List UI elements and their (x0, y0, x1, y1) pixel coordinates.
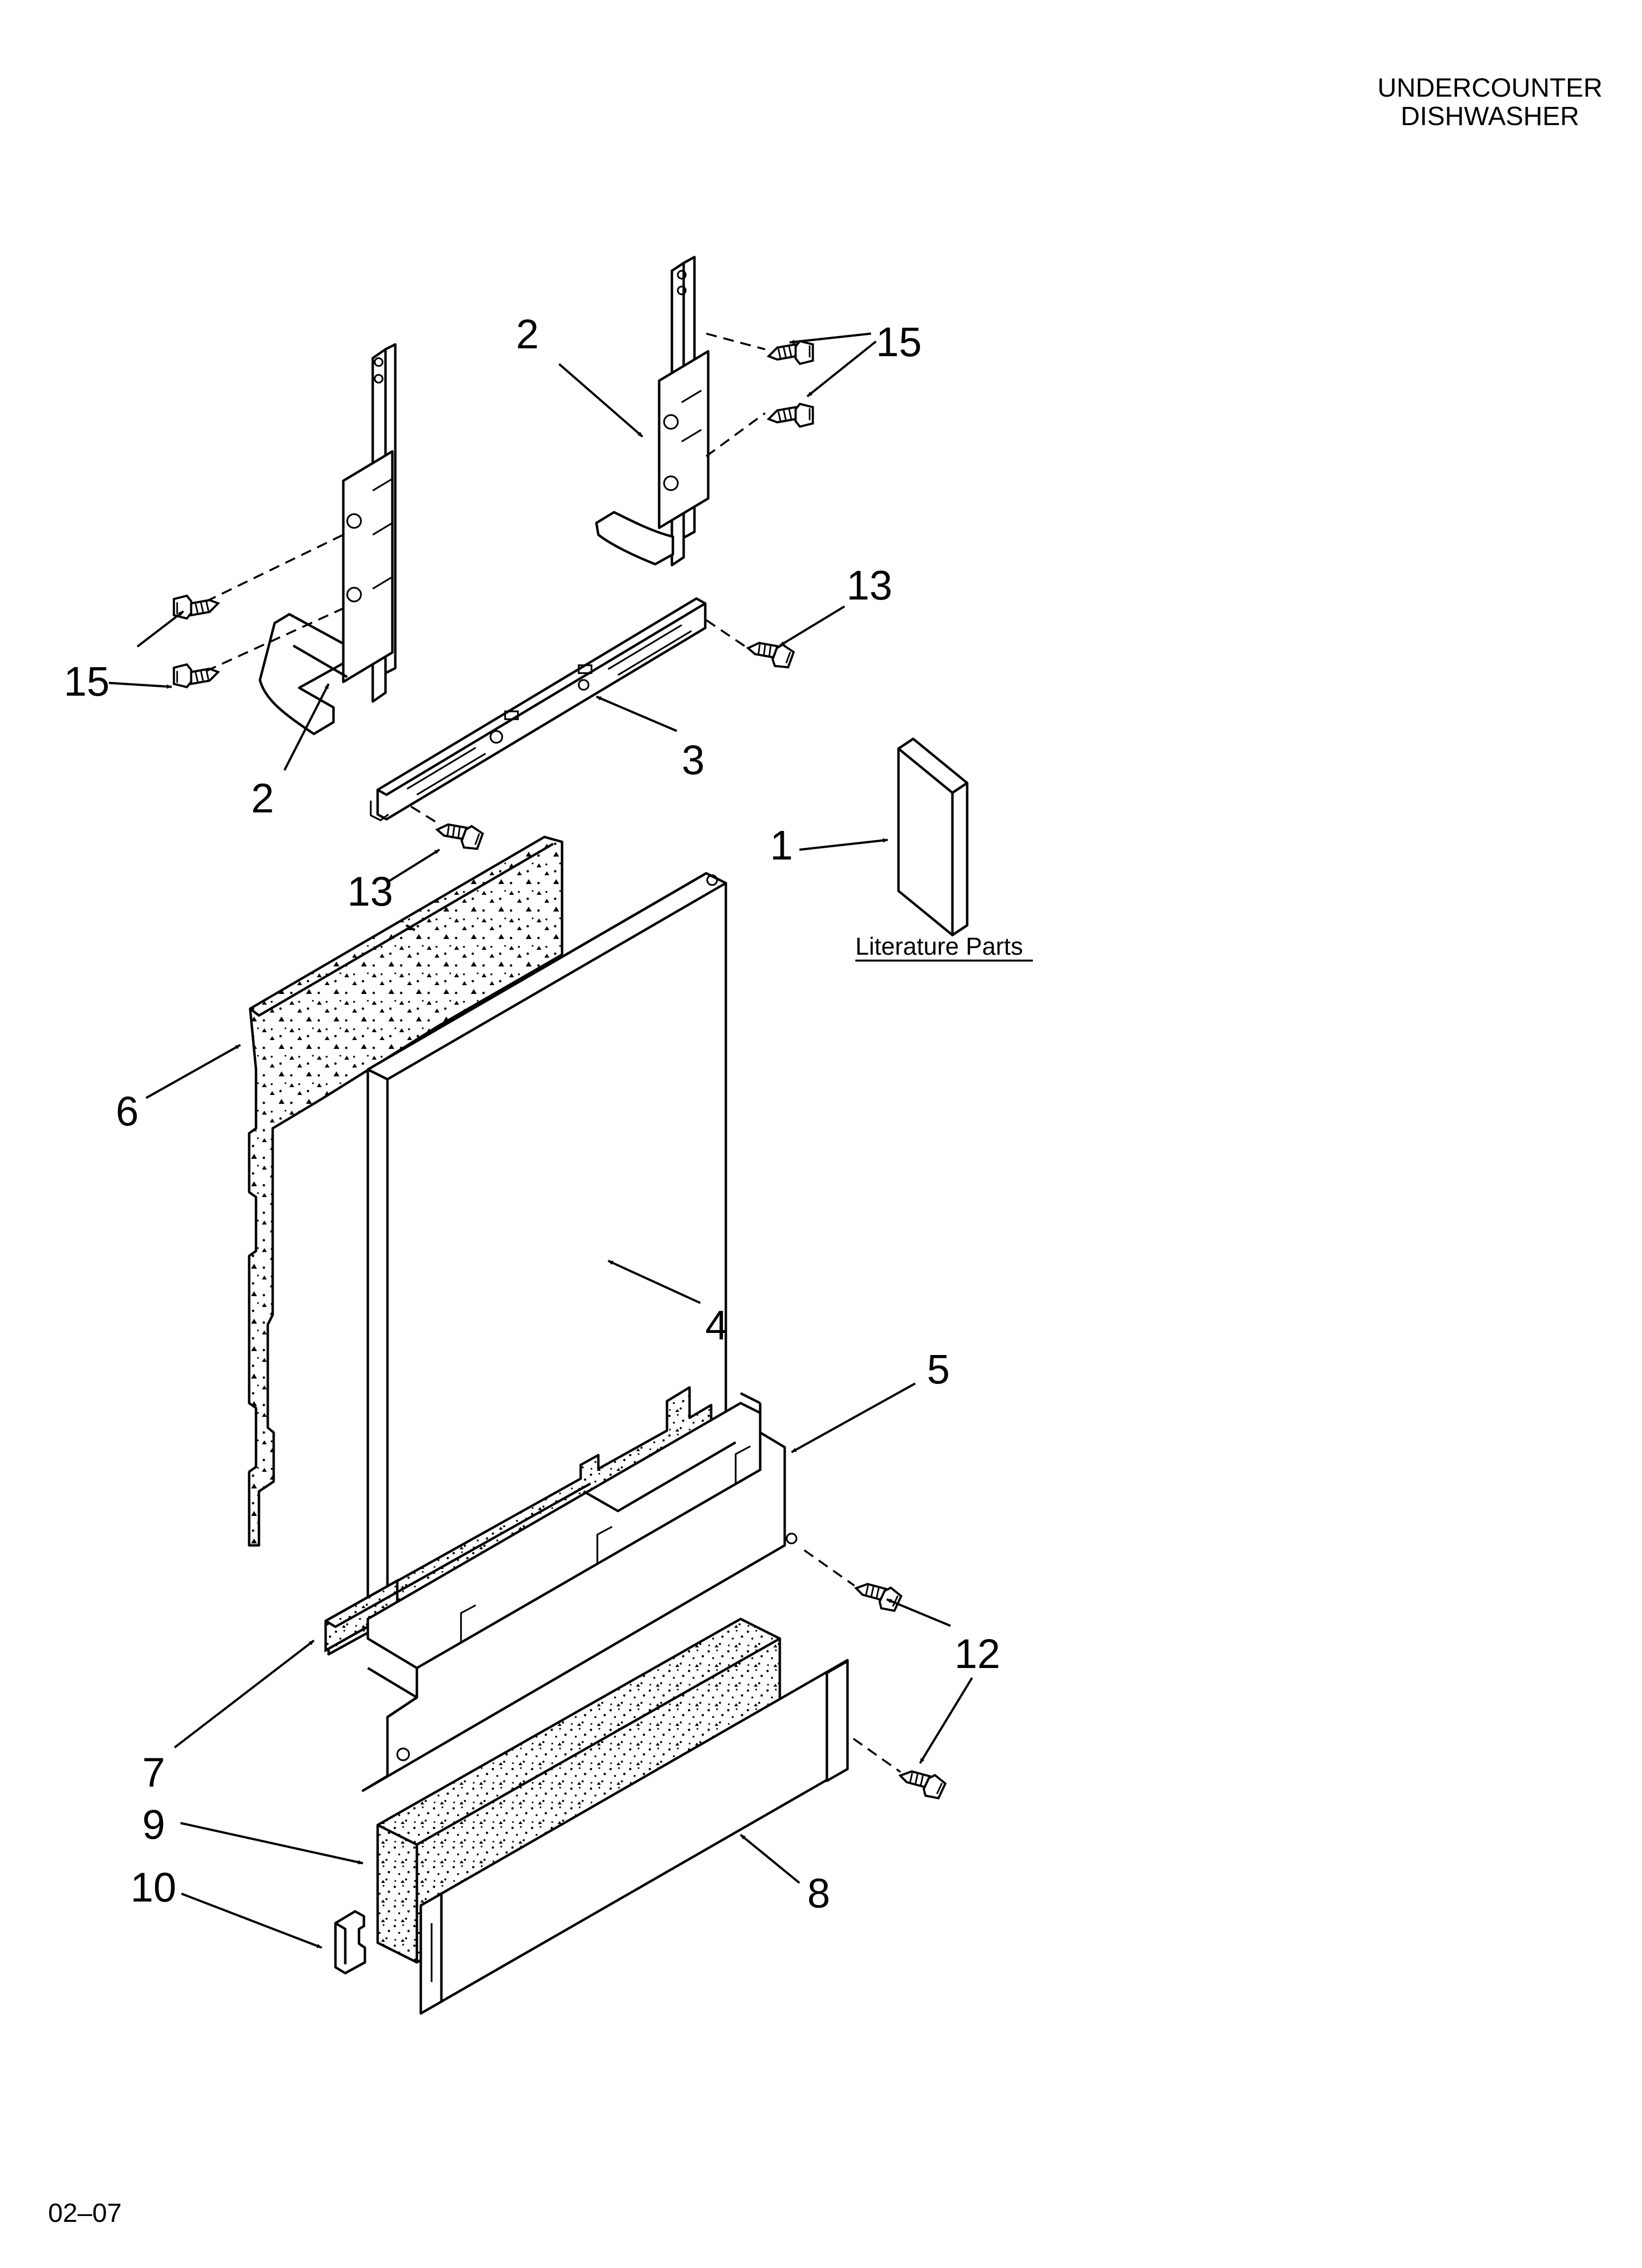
brace-rail (370, 597, 707, 822)
callout-3: 3 (682, 737, 705, 783)
hinge-bracket-right (595, 256, 710, 567)
header-line-1: UNDERCOUNTER (1377, 73, 1603, 103)
screw-12-upper (853, 1574, 902, 1614)
kickplate (419, 1659, 849, 2015)
callout-15-left: 15 (64, 658, 109, 704)
callout-12: 12 (954, 1631, 1000, 1677)
screw-15-right-lower (769, 404, 813, 426)
header-line-2: DISHWASHER (1400, 102, 1580, 131)
callout-4: 4 (705, 1302, 728, 1348)
clip (334, 1910, 366, 1975)
callout-6: 6 (116, 1088, 139, 1134)
literature-book (897, 737, 969, 937)
callout-13-lower: 13 (347, 868, 393, 914)
screw-13-lower (435, 815, 484, 852)
screw-13-upper (745, 634, 795, 670)
callout-5: 5 (927, 1346, 950, 1392)
revision-code: 02–07 (48, 2198, 122, 2228)
outer-door-panel (366, 872, 727, 1630)
callout-8: 8 (807, 1870, 830, 1916)
callout-13-upper: 13 (847, 562, 892, 608)
toe-panel-bracket (361, 1392, 797, 1792)
callout-2-left: 2 (251, 775, 274, 821)
callout-1: 1 (770, 822, 793, 868)
hinge-bracket-left (258, 343, 397, 735)
callout-15-right: 15 (876, 319, 922, 365)
page-header: UNDERCOUNTER DISHWASHER (1343, 74, 1637, 130)
screw-15-right-upper (769, 341, 813, 364)
callout-2-right: 2 (516, 311, 539, 357)
callout-10: 10 (130, 1864, 176, 1910)
callout-7: 7 (142, 1749, 165, 1796)
literature-parts-label: Literature Parts (855, 933, 1023, 960)
callout-9: 9 (142, 1801, 165, 1848)
screw-12-lower (897, 1762, 947, 1801)
